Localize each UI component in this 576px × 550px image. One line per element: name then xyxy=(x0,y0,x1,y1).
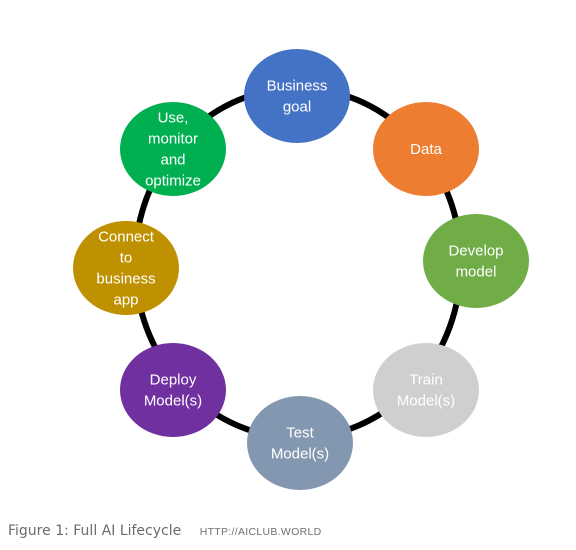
node-connect-business-app-label-line: app xyxy=(113,292,138,309)
node-develop-model-label-line: model xyxy=(456,264,497,281)
node-data-label-line: Data xyxy=(410,141,442,158)
node-connect-business-app: Connect to business app xyxy=(73,221,179,315)
node-test-models-label-line: Test xyxy=(286,425,314,442)
node-test-models-label-line: Model(s) xyxy=(271,446,329,463)
node-train-models-label-line: Model(s) xyxy=(397,393,455,410)
node-deploy-models-shape xyxy=(120,343,226,437)
node-business-goal-label-line: Business xyxy=(267,78,328,95)
node-test-models-shape xyxy=(247,396,353,490)
node-business-goal-shape xyxy=(244,49,350,143)
node-develop-model-label-line: Develop xyxy=(448,243,503,260)
node-data: Data xyxy=(373,102,479,196)
node-use-monitor-optimize-label-line: and xyxy=(160,152,185,169)
node-business-goal: Business goal xyxy=(244,49,350,143)
caption-text: Figure 1: Full AI Lifecycle xyxy=(8,523,182,539)
node-connect-business-app-label-line: to xyxy=(120,250,133,267)
node-connect-business-app-label-line: Connect xyxy=(98,229,155,246)
node-train-models-label-line: Train xyxy=(409,372,443,389)
caption-url: HTTP://AICLUB.WORLD xyxy=(199,526,322,538)
node-connect-business-app-shape xyxy=(73,221,179,315)
node-use-monitor-optimize-label-line: Use, xyxy=(158,110,189,127)
node-use-monitor-optimize: Use, monitor and optimize xyxy=(120,102,226,196)
node-train-models-shape xyxy=(373,343,479,437)
node-use-monitor-optimize-label-line: optimize xyxy=(145,173,201,190)
node-develop-model: Develop model xyxy=(423,214,529,308)
figure-caption: Figure 1: Full AI Lifecycle HTTP://AICLU… xyxy=(8,522,568,542)
node-use-monitor-optimize-label-line: monitor xyxy=(148,131,198,148)
node-deploy-models-label-line: Model(s) xyxy=(144,393,202,410)
node-business-goal-label-line: goal xyxy=(283,99,311,116)
node-deploy-models-label-line: Deploy xyxy=(150,372,197,389)
node-connect-business-app-label-line: business xyxy=(96,271,155,288)
node-use-monitor-optimize-shape xyxy=(120,102,226,196)
node-data-shape xyxy=(373,102,479,196)
node-develop-model-shape xyxy=(423,214,529,308)
